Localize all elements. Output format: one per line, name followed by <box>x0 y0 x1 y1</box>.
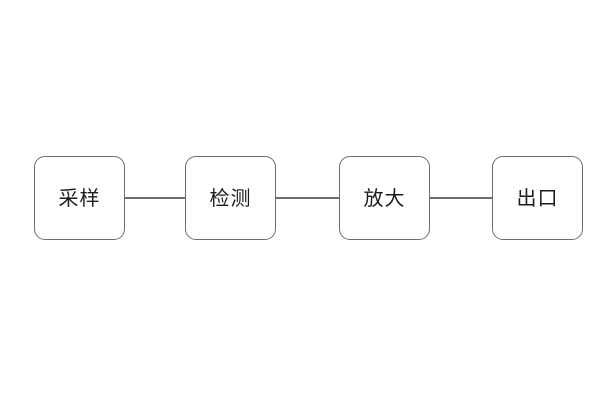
connector-detection-to-amplification <box>276 197 339 199</box>
flow-node-sampling[interactable]: 采样 <box>34 156 125 240</box>
flowchart-row: 采样 检测 放大 出口 <box>0 156 600 240</box>
flow-node-label: 出口 <box>516 186 559 210</box>
connector-sampling-to-detection <box>125 197 185 199</box>
flow-node-amplification[interactable]: 放大 <box>339 156 430 240</box>
connector-amplification-to-outlet <box>430 197 492 199</box>
flow-node-detection[interactable]: 检测 <box>185 156 276 240</box>
flow-node-label: 放大 <box>363 186 406 210</box>
flow-node-label: 采样 <box>58 186 101 210</box>
flow-node-label: 检测 <box>209 186 252 210</box>
flow-node-outlet[interactable]: 出口 <box>492 156 583 240</box>
